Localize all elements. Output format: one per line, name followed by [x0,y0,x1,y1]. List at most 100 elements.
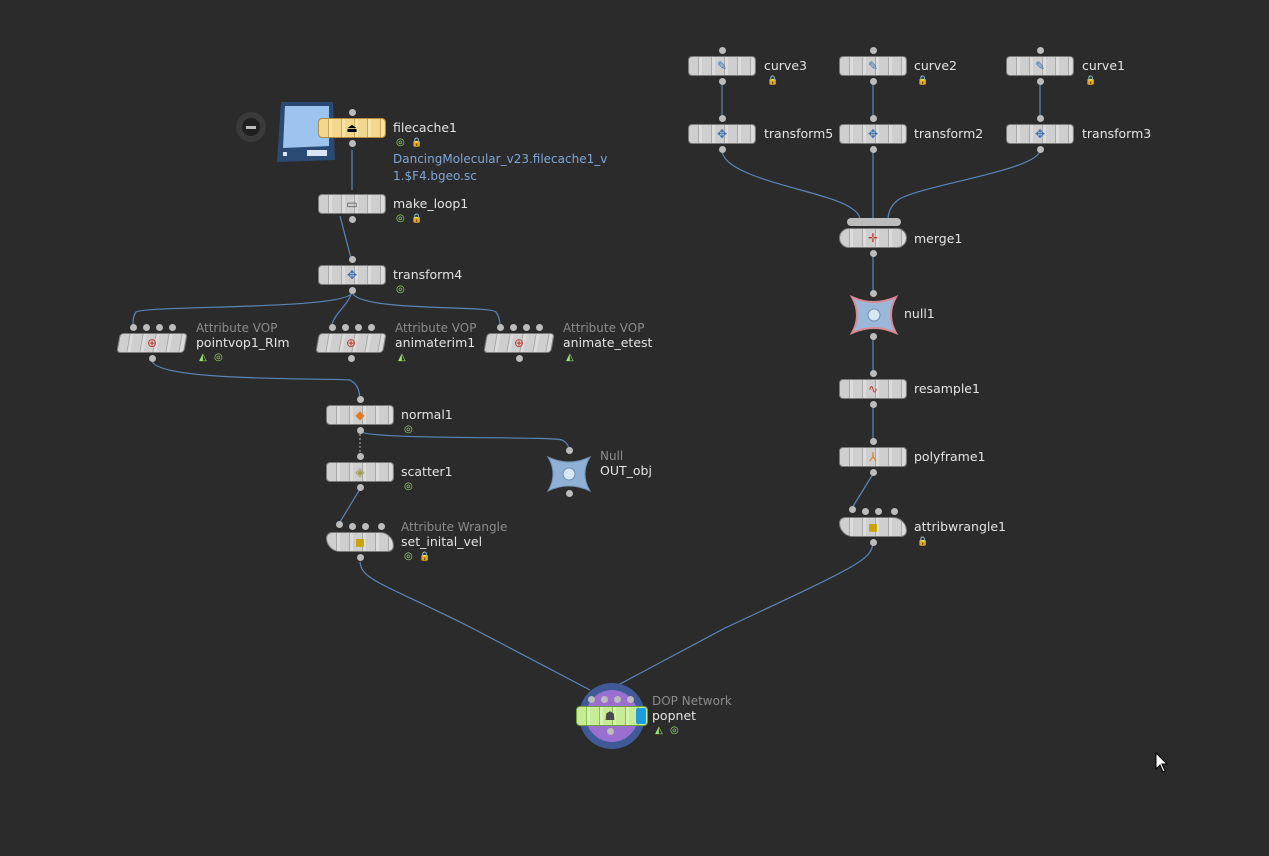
node-tile[interactable] [326,405,394,425]
display-flag-icon[interactable]: ◎ [404,551,413,562]
wire-transform4-animaterim [331,291,353,325]
node-tile[interactable] [839,56,907,76]
lock-icon[interactable]: 🔒 [411,138,423,148]
display-flag-icon[interactable]: ◎ [396,284,405,295]
node-type-animate-etest: Attribute VOP [563,321,645,335]
node-tile[interactable] [318,118,386,138]
node-name-filecache1: filecache1 [393,120,458,135]
mouse-pointer-icon [1155,752,1169,773]
display-flag-icon[interactable]: ◎ [670,725,679,736]
node-null1[interactable] [846,290,902,340]
wire-setvel-popnet [359,561,591,691]
node-tile[interactable] [839,379,907,399]
display-flag-icon[interactable]: ◎ [396,137,405,148]
node-name-scatter1: scatter1 [401,464,453,479]
node-normal1[interactable]: ◆ [326,396,396,434]
display-flag-icon[interactable]: ◎ [214,352,223,363]
display-flag-icon[interactable]: ◎ [404,481,413,492]
merge-input-bar[interactable] [847,218,901,226]
lock-icon[interactable]: 🔒 [917,537,929,547]
curve-icon: ✎ [867,59,879,73]
transform-icon: ✥ [716,127,728,141]
lock-icon[interactable]: 🔒 [1085,76,1097,86]
transform-icon: ✥ [1034,127,1046,141]
vop-icon: ⊕ [345,336,357,350]
node-curve3[interactable]: ✎ [688,47,758,85]
transform-icon: ✥ [867,127,879,141]
node-transform5[interactable]: ✥ [688,115,758,153]
wire-normal-outobj [359,430,570,452]
node-attribwrangle1[interactable]: ◼ [839,506,909,546]
node-resample1[interactable]: ∿ [839,370,909,408]
node-transform4[interactable]: ✥ [318,256,388,294]
null-icon [849,294,899,336]
disk-drive-icon [273,100,339,164]
node-scatter1[interactable]: ◈ [326,453,396,491]
display-flag-icon[interactable]: ◎ [404,424,413,435]
node-type-popnet: DOP Network [652,694,732,708]
vop-icon: ⊕ [513,336,525,350]
minus-badge-icon[interactable] [236,112,266,142]
display-flag-icon[interactable]: ◎ [396,213,405,224]
wire-polyframe-attribwrangle [851,473,874,509]
wire-pointvop-normal [151,359,361,403]
node-merge1[interactable]: ✛ [839,218,909,257]
bypass-icon[interactable]: ◭ [199,352,207,363]
node-name-transform2: transform2 [914,126,984,141]
wire-transform4-pointvop [132,291,353,325]
node-tile[interactable] [1006,56,1074,76]
node-animate-etest[interactable]: ⊕ [483,324,559,362]
node-set-inital-vel[interactable]: ◼ [326,521,396,561]
node-tile[interactable] [839,228,907,248]
node-name-out-obj: OUT_obj [600,463,652,478]
node-tile[interactable] [318,194,386,214]
lock-icon[interactable]: 🔒 [411,214,423,224]
node-curve2[interactable]: ✎ [839,47,909,85]
node-name-transform5: transform5 [764,126,834,141]
node-make-loop1[interactable]: ▭ [318,194,388,223]
node-tile[interactable] [326,532,394,552]
lock-icon[interactable]: 🔒 [419,552,431,562]
node-transform3[interactable]: ✥ [1006,115,1076,153]
node-tile[interactable] [576,706,648,726]
node-filecache1[interactable]: ⏏ [318,109,388,147]
node-animaterim1[interactable]: ⊕ [315,324,391,362]
node-pointvop1[interactable]: ⊕ [116,324,192,362]
node-tile[interactable] [688,124,756,144]
node-name-merge1: merge1 [914,231,963,246]
node-tile[interactable] [318,265,386,285]
node-name-curve3: curve3 [764,58,807,73]
node-name-polyframe1: polyframe1 [914,449,986,464]
node-type-animaterim1: Attribute VOP [395,321,477,335]
lock-icon[interactable]: 🔒 [767,76,779,86]
scatter-icon: ◈ [355,465,365,479]
timeshift-icon: ▭ [346,197,358,211]
node-tile[interactable] [326,462,394,482]
node-tile[interactable] [839,447,907,467]
node-name-make-loop1: make_loop1 [393,196,469,211]
wire-transform5-merge [721,149,861,221]
node-tile[interactable] [839,124,907,144]
node-popnet[interactable]: ☗ [576,682,650,750]
curve-icon: ✎ [716,59,728,73]
transform-icon: ✥ [346,268,358,282]
filecache-path-line2: 1.$F4.bgeo.sc [393,169,477,183]
node-tile[interactable] [839,517,907,537]
node-name-curve1: curve1 [1082,58,1125,73]
node-name-curve2: curve2 [914,58,957,73]
bypass-icon[interactable]: ◭ [566,352,574,363]
node-tile[interactable] [1006,124,1074,144]
node-out-obj[interactable] [542,447,596,498]
node-polyframe1[interactable]: ⅄ [839,438,909,476]
node-name-normal1: normal1 [401,407,453,422]
node-transform2[interactable]: ✥ [839,115,909,153]
node-tile[interactable] [688,56,756,76]
bypass-icon[interactable]: ◭ [655,725,663,736]
popnet-render-flag[interactable] [636,708,646,724]
lock-icon[interactable]: 🔒 [917,76,929,86]
node-curve1[interactable]: ✎ [1006,47,1076,85]
merge-icon: ✛ [867,231,879,245]
bypass-icon[interactable]: ◭ [398,352,406,363]
node-name-popnet: popnet [652,708,697,723]
